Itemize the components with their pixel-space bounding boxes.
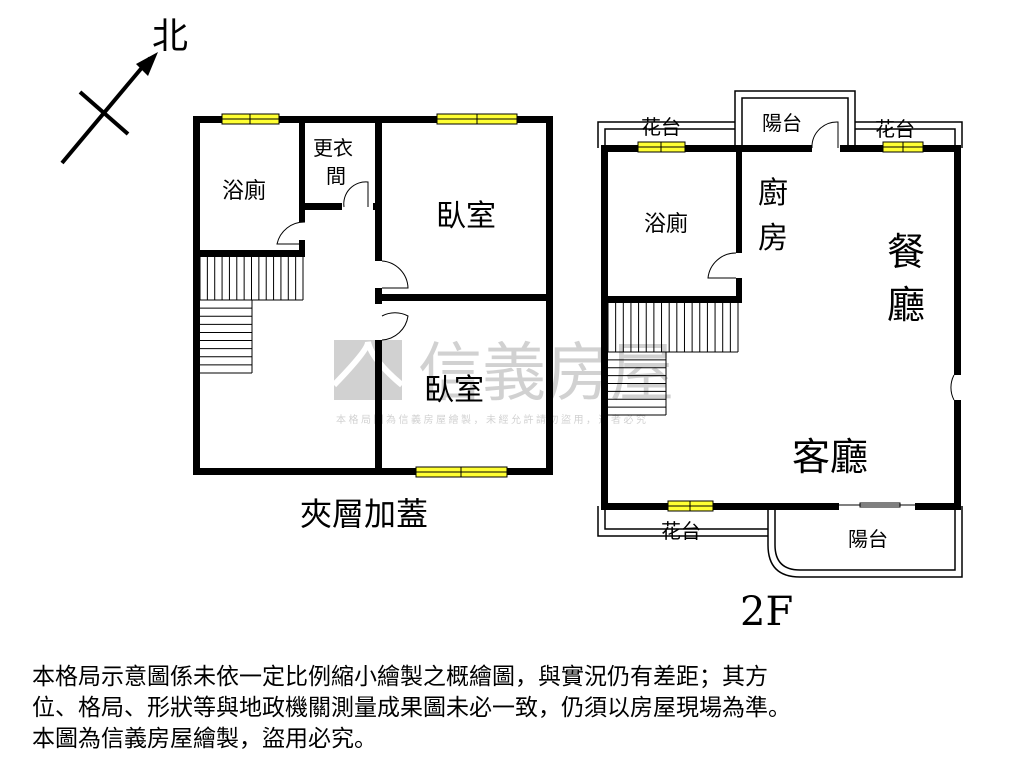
room-label: 浴廁	[644, 212, 688, 237]
north-label: 北	[152, 16, 188, 57]
room-label: 房	[758, 221, 788, 256]
disclaimer-line: 位、格局、形狀等與地政機關測量成果圖未必一致，仍須以房屋現場為準。	[32, 695, 791, 721]
window	[221, 113, 518, 478]
2f-plan: 陽台 花台 花台 浴廁 廚 房 餐 廳 客廳 花台 陽台 2F	[597, 90, 963, 635]
room-label: 陽台	[762, 111, 802, 135]
room-label: 臥室	[424, 373, 484, 408]
room-label: 花台	[875, 117, 915, 141]
room-label: 廳	[887, 283, 925, 327]
room-label: 餐	[887, 230, 925, 274]
disclaimer-line: 本圖為信義房屋繪製，盜用必究。	[32, 726, 377, 752]
room-label: 臥室	[436, 199, 496, 234]
plan-title: 夾層加蓋	[300, 495, 428, 533]
room-label: 間	[326, 164, 346, 188]
disclaimer: 本格局示意圖係未依一定比例縮小繪製之概繪圖，與實況仍有差距；其方 位、格局、形狀…	[32, 662, 1002, 755]
watermark-logo-icon	[334, 340, 402, 400]
room-label: 廚	[758, 176, 788, 211]
room-label: 浴廁	[222, 179, 266, 204]
room-label: 花台	[641, 115, 681, 139]
room-label: 客廳	[792, 435, 868, 479]
mezzanine-plan: 浴廁 更衣 間 臥室 臥室 夾層加蓋	[193, 113, 553, 533]
disclaimer-line: 本格局示意圖係未依一定比例縮小繪製之概繪圖，與實況仍有差距；其方	[32, 664, 768, 690]
room-label: 陽台	[848, 527, 888, 551]
north-compass: 北	[60, 16, 188, 165]
room-label: 花台	[661, 519, 701, 543]
plan-title: 2F	[740, 589, 793, 635]
staircase	[199, 257, 304, 374]
staircase	[607, 303, 739, 416]
watermark-notice: 本格局圖為信義房屋繪製，未經允許請勿盜用，違者必究	[336, 413, 649, 426]
room-label: 更衣	[313, 136, 353, 160]
